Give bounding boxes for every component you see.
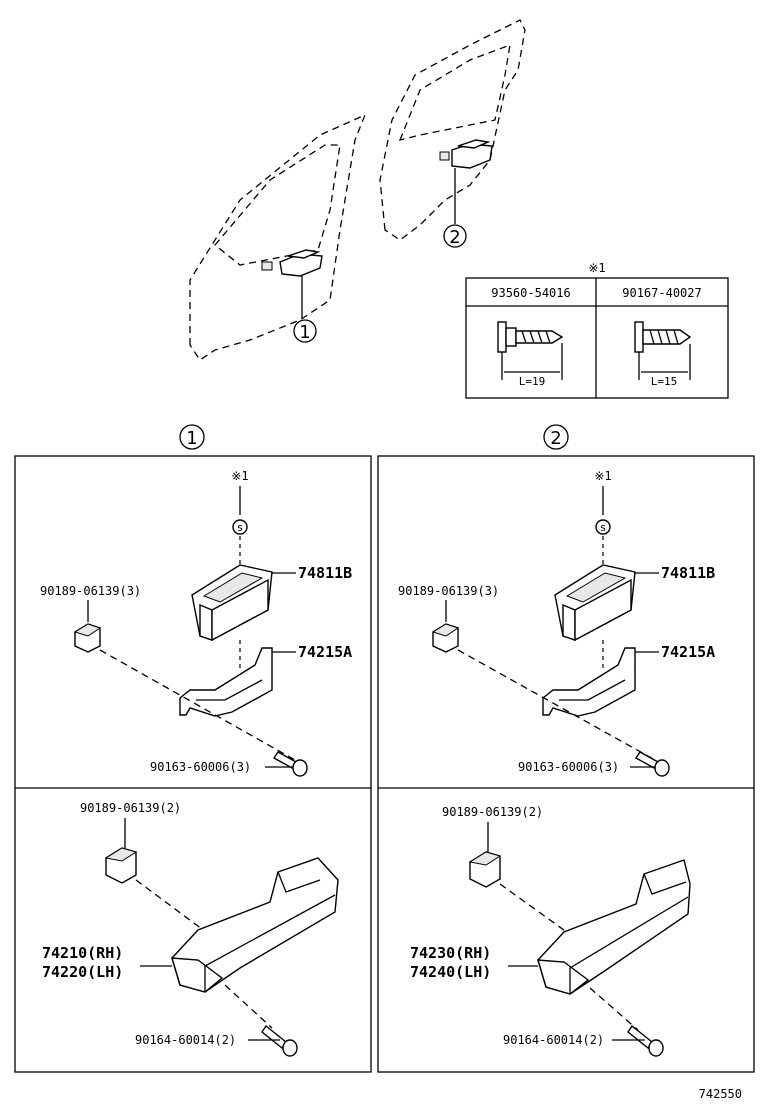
table-length-2: L=15 — [651, 375, 678, 388]
callout-1-section: 1 — [179, 424, 205, 450]
panel1-screw-label: 90163-60006(3) — [150, 760, 251, 774]
panel2-switch-label: 74811B — [661, 564, 715, 582]
clip-icon — [431, 623, 460, 653]
panel-2: ※1 s 74811B 74215A 90189-06139(3) — [377, 455, 755, 1073]
fastener-table: ※1 93560-54016 90167-40027 L=19 L=15 — [465, 261, 729, 399]
callout-1-top: 1 — [293, 319, 317, 343]
table-mark: ※1 — [588, 261, 605, 275]
window-switch-icon — [554, 564, 636, 642]
clip-icon — [73, 623, 102, 653]
rear-door-outline — [379, 19, 526, 241]
table-part-2: 90167-40027 — [622, 286, 701, 300]
window-switch-icon — [191, 564, 273, 642]
panel2-handle-rh-label: 74230(RH) — [410, 944, 491, 962]
bracket-icon — [179, 647, 273, 717]
panel1-clip2-label: 90189-06139(2) — [80, 801, 181, 815]
svg-text:2: 2 — [550, 428, 561, 449]
panel1-handle-rh-label: 74210(RH) — [42, 944, 123, 962]
panel1-bracket-label: 74215A — [298, 643, 352, 661]
clip-icon — [468, 851, 502, 888]
screw-icon — [272, 751, 308, 777]
screw-icon: s — [232, 519, 248, 535]
panel2-mark: ※1 — [594, 469, 611, 483]
panel1-mark: ※1 — [231, 469, 248, 483]
screw-icon: s — [595, 519, 611, 535]
svg-text:1: 1 — [299, 322, 310, 343]
panel2-clip2-label: 90189-06139(2) — [442, 805, 543, 819]
panel2-bracket-label: 74215A — [661, 643, 715, 661]
svg-text:s: s — [237, 521, 244, 534]
panel-1: ※1 s 74811B 74215A 90189-06139(3) — [14, 455, 372, 1073]
panel2-screw-label: 90163-60006(3) — [518, 760, 619, 774]
assist-grip-icon — [537, 859, 691, 995]
panel1-clip-label: 90189-06139(3) — [40, 584, 141, 598]
svg-text:2: 2 — [449, 227, 460, 248]
screw-icon — [634, 751, 670, 777]
svg-text:1: 1 — [186, 428, 197, 449]
svg-text:s: s — [600, 521, 607, 534]
callout-2-section: 2 — [543, 424, 569, 450]
figure-id: 742550 — [699, 1087, 742, 1101]
panel1-handle-lh-label: 74220(LH) — [42, 963, 123, 981]
table-part-1: 93560-54016 — [491, 286, 570, 300]
screw-icon — [261, 1024, 298, 1057]
screw-icon — [627, 1024, 664, 1057]
screw-93560-icon: L=19 — [497, 321, 564, 388]
clip-icon — [104, 847, 138, 884]
panel2-clip-label: 90189-06139(3) — [398, 584, 499, 598]
panel2-handle-lh-label: 74240(LH) — [410, 963, 491, 981]
panel1-screw2-label: 90164-60014(2) — [135, 1033, 236, 1047]
front-door-outline — [189, 113, 367, 361]
panel1-switch-label: 74811B — [298, 564, 352, 582]
bracket-icon — [542, 647, 636, 717]
screw-90167-icon: L=15 — [634, 321, 692, 388]
assist-grip-icon — [171, 857, 339, 993]
panel2-screw2-label: 90164-60014(2) — [503, 1033, 604, 1047]
table-length-1: L=19 — [519, 375, 546, 388]
callout-2-top: 2 — [443, 224, 467, 248]
